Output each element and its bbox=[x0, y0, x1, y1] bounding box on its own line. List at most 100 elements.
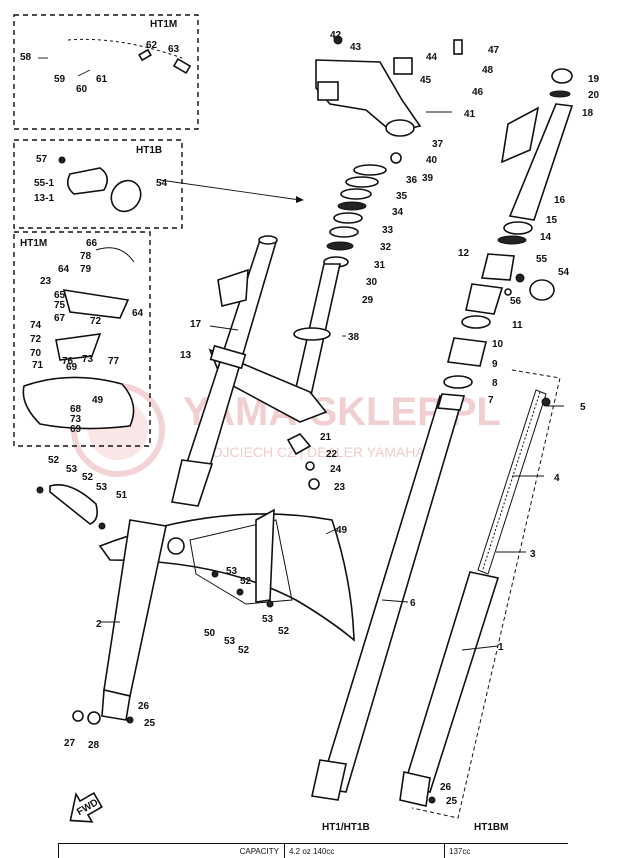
part-callout-number: 52 bbox=[240, 576, 252, 587]
diagram-part-shape bbox=[138, 48, 152, 62]
diagram-part-shape bbox=[58, 156, 66, 164]
part-callout-number: 10 bbox=[492, 339, 504, 350]
diagram-part-shape bbox=[503, 221, 533, 235]
diagram-part-shape bbox=[95, 247, 135, 263]
part-callout-number: 52 bbox=[238, 645, 250, 656]
diagram-part-shape bbox=[311, 759, 347, 801]
model-label-ht1-ht1b: HT1/HT1B bbox=[322, 822, 370, 833]
part-callout-number: 12 bbox=[458, 248, 470, 259]
diagram-part-shape bbox=[477, 389, 547, 575]
diagram-part-shape bbox=[399, 771, 431, 807]
diagram-part-shape bbox=[549, 90, 571, 98]
diagram-part-shape bbox=[308, 478, 320, 490]
diagram-part-shape bbox=[255, 508, 275, 603]
right-upper-tube bbox=[508, 103, 574, 221]
diagram-part-shape bbox=[172, 57, 192, 75]
part-callout-number: 25 bbox=[446, 796, 458, 807]
diagram-part-shape bbox=[337, 201, 367, 211]
capacity-label: CAPACITY bbox=[58, 844, 285, 858]
part-callout-number: 7 bbox=[488, 395, 494, 406]
diagram-part-shape bbox=[541, 397, 551, 407]
diagram-part-shape bbox=[286, 433, 312, 456]
diagram-part-shape bbox=[77, 69, 91, 77]
part-callout-number: 5 bbox=[580, 402, 586, 413]
part-callout-number: 23 bbox=[40, 276, 52, 287]
part-callout-number: 78 bbox=[80, 251, 92, 262]
diagram-part-shape bbox=[481, 391, 541, 573]
part-callout-number: 52 bbox=[82, 472, 94, 483]
inset-box-ht1b bbox=[13, 139, 183, 229]
diagram-part-shape bbox=[209, 325, 239, 331]
part-callout-number: 32 bbox=[380, 242, 392, 253]
part-callout-number: 9 bbox=[492, 359, 498, 370]
part-callout-number: 53 bbox=[224, 636, 236, 647]
part-callout-number: 16 bbox=[554, 195, 566, 206]
diagram-part-shape bbox=[529, 279, 555, 301]
part-callout-number: 70 bbox=[30, 348, 42, 359]
diagram-part-shape bbox=[305, 461, 315, 471]
part-callout-number: 56 bbox=[510, 296, 522, 307]
diagram-part-shape bbox=[209, 344, 247, 370]
inset-title-2: HT1B bbox=[136, 145, 162, 156]
part-callout-number: 46 bbox=[472, 87, 484, 98]
headset-stack bbox=[323, 164, 387, 268]
part-callout-number: 47 bbox=[488, 45, 500, 56]
capacity-value: 4.2 oz 140cc bbox=[284, 844, 439, 858]
part-callout-number: 25 bbox=[144, 718, 156, 729]
inset-title-3: HT1M bbox=[20, 238, 47, 249]
part-callout-number: 77 bbox=[108, 356, 120, 367]
part-callout-number: 57 bbox=[36, 154, 48, 165]
diagram-part-shape bbox=[453, 39, 463, 55]
diagram-part-shape bbox=[381, 599, 409, 603]
part-callout-number: 72 bbox=[90, 316, 102, 327]
part-callout-number: 66 bbox=[86, 238, 98, 249]
part-callout-number: 53 bbox=[262, 614, 274, 625]
part-callout-number: 14 bbox=[540, 232, 552, 243]
part-callout-number: 62 bbox=[146, 40, 158, 51]
part-callout-number: 27 bbox=[64, 738, 76, 749]
diagram-part-shape bbox=[329, 226, 359, 238]
diagram-part-shape bbox=[293, 327, 331, 341]
part-callout-number: 15 bbox=[546, 215, 558, 226]
diagram-part-shape bbox=[353, 164, 387, 176]
diagram-part-shape bbox=[497, 235, 527, 245]
part-callout-number: 67 bbox=[54, 313, 66, 324]
part-callout-number: 53 bbox=[96, 482, 108, 493]
diagram-part-shape bbox=[171, 459, 214, 507]
part-callout-number: 6 bbox=[410, 598, 416, 609]
diagram-part-shape bbox=[55, 333, 102, 361]
part-callout-number: 74 bbox=[30, 320, 42, 331]
diagram-part-shape bbox=[345, 176, 379, 188]
part-callout-number: 37 bbox=[432, 139, 444, 150]
part-callout-number: 54 bbox=[558, 267, 570, 278]
part-callout-number: 76 bbox=[62, 356, 74, 367]
right-fork-leg bbox=[402, 571, 500, 793]
diagram-part-shape bbox=[480, 253, 515, 281]
part-callout-number: 72 bbox=[30, 334, 42, 345]
diagram-part-shape bbox=[428, 796, 436, 804]
diagram-part-shape bbox=[126, 716, 134, 724]
diagram-part-shape bbox=[49, 484, 98, 525]
diagram-part-shape bbox=[217, 268, 249, 307]
diagram-part-shape bbox=[167, 537, 185, 555]
part-callout-number: 36 bbox=[406, 175, 418, 186]
diagram-part-shape bbox=[22, 376, 135, 430]
diagram-part-shape bbox=[326, 241, 354, 251]
part-callout-number: 35 bbox=[396, 191, 408, 202]
part-callout-number: 40 bbox=[426, 155, 438, 166]
diagram-part-shape bbox=[211, 570, 219, 578]
part-callout-number: 55-1 bbox=[34, 178, 54, 189]
diagram-part-shape bbox=[317, 81, 339, 101]
part-callout-number: 42 bbox=[330, 30, 342, 41]
diagram-part-shape bbox=[461, 315, 491, 329]
diagram-part-shape bbox=[333, 35, 343, 45]
part-callout-number: 54 bbox=[156, 178, 168, 189]
diagram-part-shape bbox=[447, 337, 487, 367]
diagram-part-shape bbox=[390, 152, 402, 164]
diagram-part-shape bbox=[551, 68, 573, 84]
diagram-part-shape bbox=[340, 188, 372, 200]
part-callout-number: 61 bbox=[96, 74, 108, 85]
capacity-table-strip: CAPACITY 4.2 oz 140cc 137cc bbox=[58, 843, 568, 858]
